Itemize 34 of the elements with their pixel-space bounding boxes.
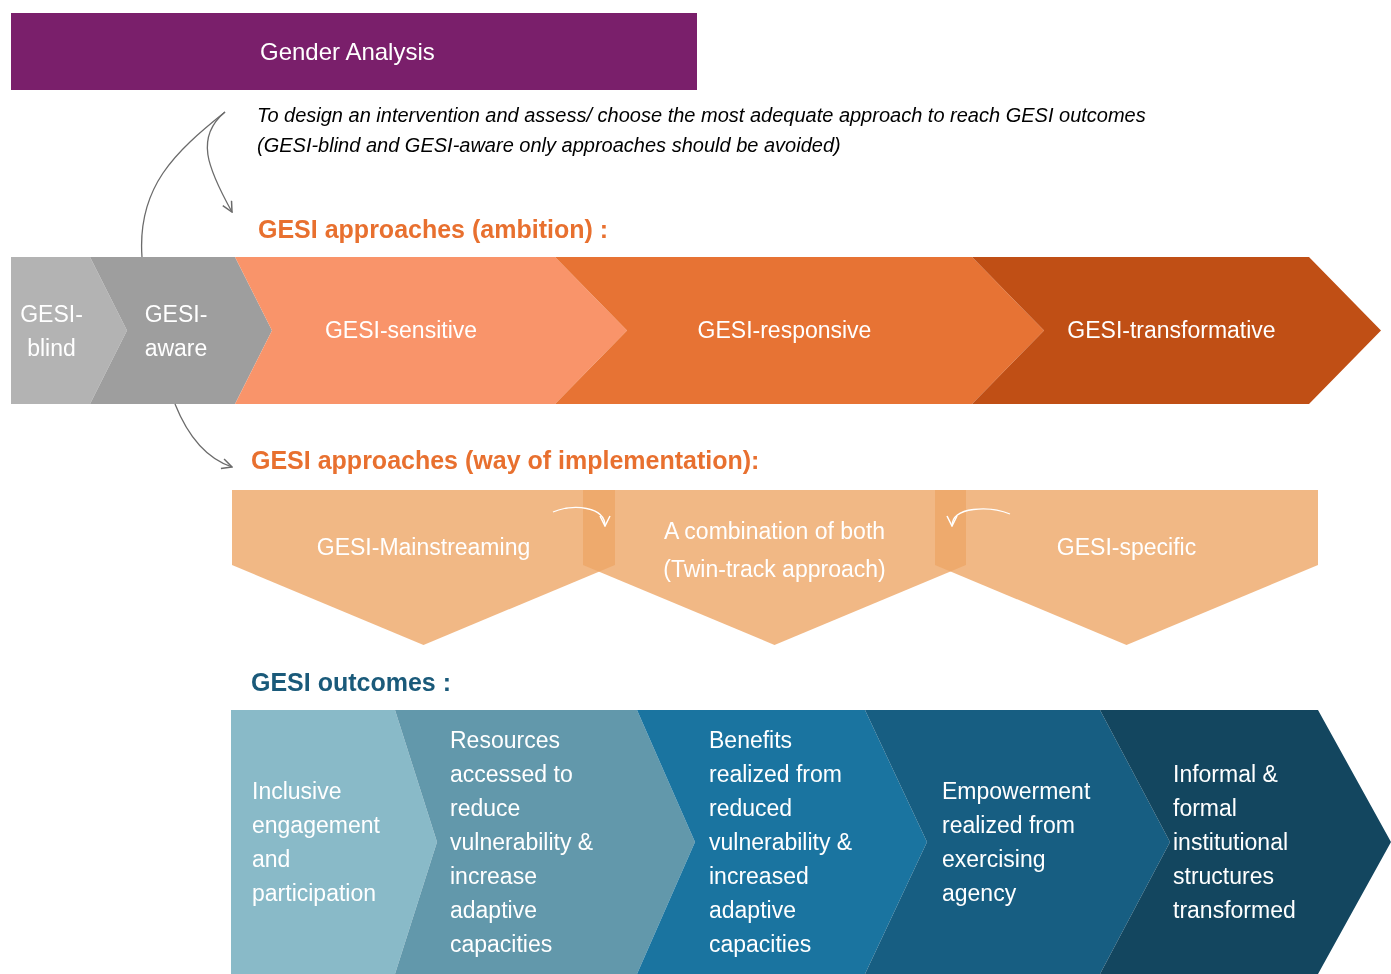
chevron-shape	[11, 257, 127, 404]
node-label: GESI- aware	[143, 299, 209, 363]
curved-arrow	[174, 403, 233, 469]
chevron-shape	[865, 710, 1170, 974]
chevron-shape	[555, 257, 1044, 404]
note-text: (GESI-blind and GESI-aware only approaches should be avoided)	[257, 133, 842, 158]
chevron-shape	[90, 257, 272, 404]
node-label: Benefits realized from reduced vulnerability & increased adaptive capacities	[709, 726, 854, 959]
chevron-shape	[395, 710, 695, 974]
chevron-shape	[235, 257, 627, 404]
node-label: GESI-specific	[1056, 533, 1197, 562]
node-label: GESI- blind	[20, 299, 83, 363]
node-label: A combination of both (Twin-track approach)	[662, 517, 887, 584]
node-label: GESI-responsive	[697, 316, 872, 346]
node-label: GESI-transformative	[1067, 316, 1276, 346]
node-label: Informal & formal institutional structures transformed	[1173, 760, 1297, 925]
chevron-shape	[972, 257, 1381, 404]
node-label: GESI-sensitive	[324, 316, 478, 346]
node-label: Gender Analysis	[260, 36, 435, 67]
node-label: Resources accessed to reduce vulnerability & increase adaptive capacities	[450, 726, 595, 959]
chevron-shape	[1100, 710, 1391, 974]
section-heading: GESI approaches (way of implementation):	[251, 445, 760, 477]
title-bar	[11, 13, 697, 90]
curved-arrow	[552, 507, 610, 527]
node-label: GESI-Mainstreaming	[316, 533, 531, 562]
curved-arrow	[947, 508, 1011, 527]
chevron-shape	[231, 710, 437, 974]
chevron-shape	[637, 710, 927, 974]
down-chevron-shape	[935, 490, 1318, 645]
node-label: Inclusive engagement and participation	[252, 777, 381, 908]
note-text: To design an intervention and assess/ choose the most adequate approach to reach GESI outcomes	[257, 103, 1147, 128]
section-heading: GESI approaches (ambition) :	[258, 214, 609, 246]
node-label: Empowerment realized from exercising agency	[942, 777, 1092, 908]
section-heading: GESI outcomes :	[251, 667, 452, 698]
